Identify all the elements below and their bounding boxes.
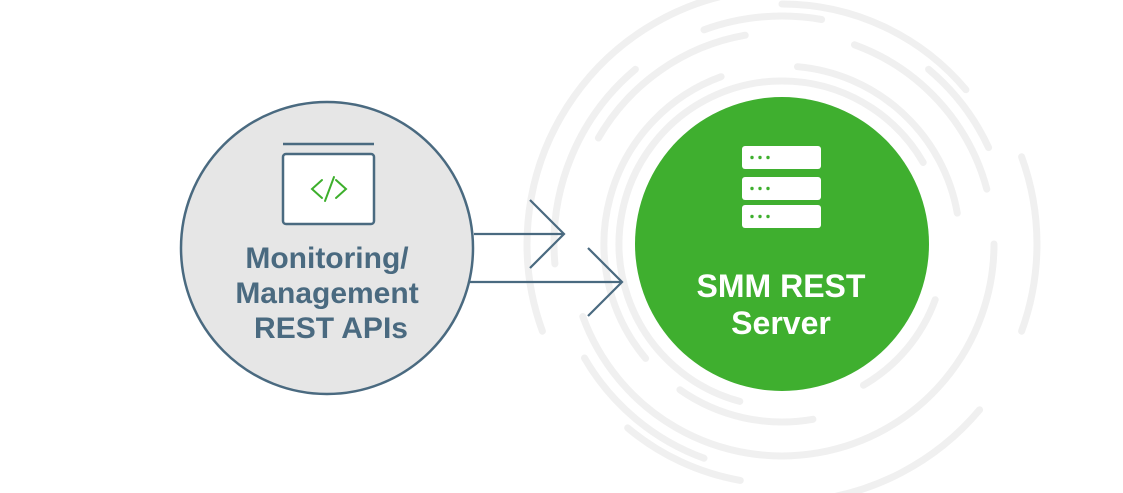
server-unit-led — [758, 214, 762, 219]
server-unit-3 — [742, 205, 821, 228]
client-label-line-1: Monitoring/ — [245, 242, 409, 275]
ring-arc — [624, 424, 744, 484]
decorative-rings — [523, 0, 1041, 493]
ring-arc — [615, 77, 927, 405]
arrow-upper-head — [529, 199, 566, 269]
server-unit-led — [766, 186, 770, 191]
ring-arc — [579, 240, 998, 460]
ring-arc — [600, 73, 725, 362]
ring-arc — [1018, 153, 1041, 335]
server-unit-led — [750, 155, 754, 160]
ring-arc — [581, 354, 708, 462]
arrow-lower — [468, 247, 624, 317]
server-unit-led — [750, 186, 754, 191]
ring-arc — [594, 31, 749, 142]
ring-arc — [834, 406, 984, 493]
server-unit-led — [750, 214, 754, 219]
server-label-line-1: SMM REST — [697, 268, 866, 304]
server-unit-1 — [742, 146, 821, 169]
server-unit-2 — [742, 177, 821, 200]
ring-arc — [925, 65, 993, 152]
server-stack-icon — [742, 146, 821, 228]
ring-arc — [550, 65, 639, 268]
server-unit-led — [758, 186, 762, 191]
connection-arrows — [468, 199, 624, 317]
client-circle — [179, 100, 475, 396]
server-circle — [635, 97, 929, 391]
ring-arc — [778, 0, 970, 94]
client-label-line-3: REST APIs — [254, 312, 408, 345]
code-window-icon — [281, 142, 376, 226]
server-label-line-2: Server — [731, 305, 831, 341]
server-node[interactable]: SMM REST Server — [635, 97, 929, 391]
arrow-lower-head — [587, 247, 624, 317]
server-unit-led — [766, 214, 770, 219]
ring-arc — [523, 0, 722, 335]
ring-arc — [700, 12, 826, 34]
ring-arc — [851, 41, 991, 193]
arrow-upper — [474, 199, 566, 269]
server-unit-led — [758, 155, 762, 160]
client-label-line-2: Management — [235, 277, 418, 310]
ring-arc — [794, 63, 961, 217]
server-unit-led — [766, 155, 770, 160]
ring-arc — [860, 296, 939, 389]
code-brackets-icon — [310, 176, 348, 202]
client-node[interactable]: Monitoring/ Management REST APIs — [179, 100, 475, 396]
ring-arc — [676, 386, 817, 426]
